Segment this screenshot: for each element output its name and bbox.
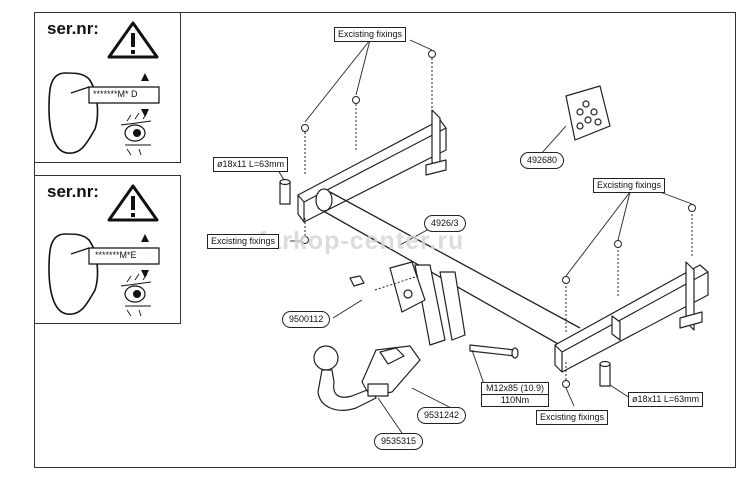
existing-fixings-label-bottom: Excisting fixings bbox=[536, 410, 609, 425]
serial-title: ser.nr: bbox=[47, 182, 99, 201]
part-9531242: 9531242 bbox=[417, 407, 467, 424]
warning-icon bbox=[48, 184, 160, 317]
part-9535315: 9535315 bbox=[374, 433, 424, 450]
serial-title: ser.nr: bbox=[47, 19, 99, 38]
part-492680: 492680 bbox=[520, 152, 565, 169]
existing-fixings-label-top: Excisting fixings bbox=[334, 27, 407, 42]
warning-icon bbox=[48, 21, 160, 156]
serial-number: *******M* D bbox=[93, 89, 138, 99]
bolt-spec-label: M12x85 (10.9) 110Nm bbox=[481, 382, 550, 407]
part-4926-3: 4926/3 bbox=[424, 215, 466, 232]
spacer-label-left: ø18x11 L=63mm bbox=[213, 157, 289, 172]
bolt-torque: 110Nm bbox=[482, 394, 549, 406]
bolt-size: M12x85 (10.9) bbox=[486, 383, 545, 393]
warning-box-1: ser.nr: *******M* D bbox=[34, 12, 181, 163]
serial-number: *******M*E bbox=[95, 250, 137, 260]
existing-fixings-label-left: Excisting fixings bbox=[207, 234, 280, 249]
spacer-label-right: ø18x11 L=63mm bbox=[628, 392, 704, 407]
part-9500112: 9500112 bbox=[282, 311, 331, 328]
existing-fixings-label-right: Excisting fixings bbox=[593, 178, 666, 193]
warning-box-2: ser.nr: *******M*E bbox=[34, 175, 181, 324]
